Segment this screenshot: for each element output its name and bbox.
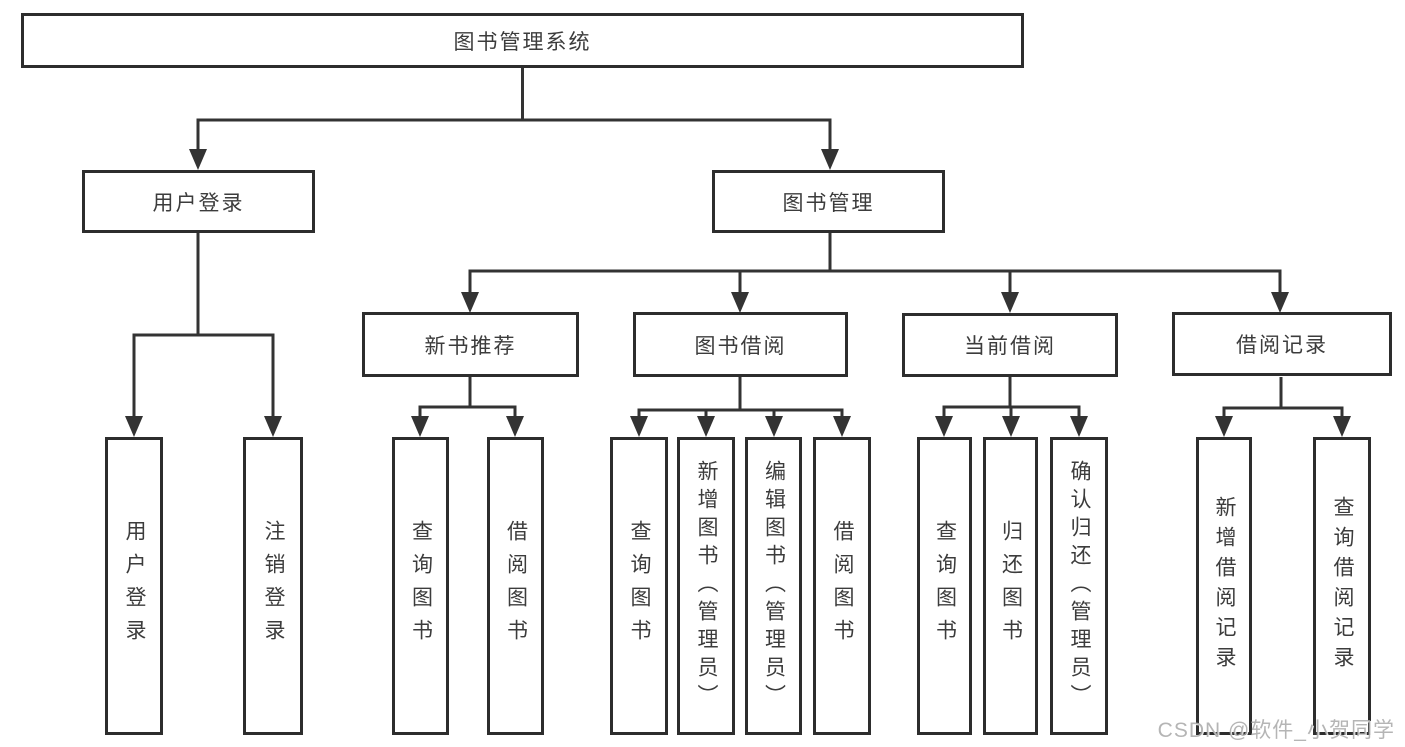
node-label: 图书管理系统 [453, 30, 592, 54]
leaf-label: 查询图书 [409, 520, 433, 652]
watermark: CSDN @软件_小贺同学 [1157, 719, 1395, 742]
connector-book-management [461, 233, 1289, 313]
node-user-login: 用户登录 [82, 170, 315, 233]
connector-user-login [125, 233, 282, 437]
connector-new-book-recommendation [411, 377, 524, 437]
node-new-book-recommendation: 新书推荐 [362, 312, 579, 377]
leaf-label: 借阅图书 [831, 520, 855, 652]
node-label: 图书管理 [782, 191, 875, 215]
leaf-label: 注销登录 [262, 520, 286, 652]
leaf-user-login: 用户登录 [105, 437, 163, 735]
leaf-query-books-recommend: 查询图书 [392, 437, 449, 735]
leaf-label: 确认归还（管理员） [1068, 460, 1092, 712]
connector-current-borrowing [935, 377, 1088, 437]
leaf-return-books: 归还图书 [983, 437, 1038, 735]
leaf-confirm-return-admin: 确认归还（管理员） [1050, 437, 1108, 735]
connector-root [189, 68, 839, 170]
leaf-add-borrow-record: 新增借阅记录 [1196, 437, 1252, 735]
connector-borrowing-records [1215, 377, 1351, 437]
connector-book-borrowing [630, 377, 851, 437]
leaf-edit-books-admin: 编辑图书（管理员） [745, 437, 802, 735]
leaf-label: 用户登录 [123, 520, 147, 652]
node-library-system: 图书管理系统 [21, 13, 1024, 68]
node-current-borrowing: 当前借阅 [902, 313, 1118, 377]
node-label: 当前借阅 [964, 335, 1056, 358]
node-book-management: 图书管理 [712, 170, 945, 233]
node-label: 图书借阅 [694, 334, 787, 358]
node-label: 借阅记录 [1236, 334, 1328, 357]
leaf-label: 查询图书 [628, 520, 652, 652]
leaf-label: 借阅图书 [504, 520, 528, 652]
leaf-query-borrow-record: 查询借阅记录 [1313, 437, 1371, 735]
node-book-borrowing: 图书借阅 [633, 312, 848, 377]
leaf-label: 查询图书 [933, 520, 957, 652]
node-label: 新书推荐 [424, 334, 517, 358]
leaf-logout: 注销登录 [243, 437, 303, 735]
leaf-label: 归还图书 [999, 520, 1023, 652]
leaf-label: 新增图书（管理员） [695, 460, 719, 712]
leaf-label: 查询借阅记录 [1331, 496, 1355, 676]
leaf-label: 新增借阅记录 [1213, 496, 1237, 676]
leaf-borrow-books-borrowing: 借阅图书 [813, 437, 871, 735]
node-borrowing-records: 借阅记录 [1172, 312, 1392, 376]
leaf-query-books-current: 查询图书 [917, 437, 972, 735]
leaf-add-books-admin: 新增图书（管理员） [677, 437, 735, 735]
leaf-label: 编辑图书（管理员） [762, 460, 786, 712]
leaf-borrow-books-recommend: 借阅图书 [487, 437, 544, 735]
node-label: 用户登录 [152, 191, 245, 215]
leaf-query-books-borrowing: 查询图书 [610, 437, 668, 735]
